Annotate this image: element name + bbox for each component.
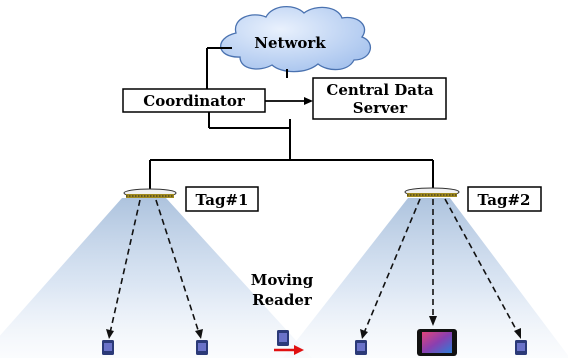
- mobile-device-icon: [102, 340, 114, 355]
- mobile-device-icon: [196, 340, 208, 355]
- tag1-antenna: [123, 188, 177, 198]
- tag2-signal-arrows: [363, 198, 519, 334]
- coordinator-label: Coordinator: [143, 92, 246, 110]
- tag1-coverage-beam: [0, 198, 312, 358]
- cloud-icon: [220, 6, 372, 73]
- connection-lines: [149, 47, 434, 191]
- central-data-server-box: Central Data Server: [312, 77, 447, 120]
- moving-reader-device: [277, 330, 289, 346]
- mobile-device-icon: [355, 340, 367, 355]
- tag2-label-box: Tag#2: [467, 186, 542, 212]
- smartphone-icon: [417, 329, 457, 356]
- network-label: Network: [254, 34, 326, 52]
- right-arrow-icon: [274, 345, 304, 355]
- tag1-signal-arrows: [109, 199, 200, 334]
- moving-reader-label-line1: Moving: [251, 271, 314, 289]
- network-cloud: Network: [220, 6, 372, 73]
- tag2-label: Tag#2: [478, 191, 531, 209]
- tag1-label: Tag#1: [196, 191, 249, 209]
- moving-reader-label-line2: Reader: [252, 291, 313, 309]
- mobile-device-icon: [515, 340, 527, 355]
- tag2-antenna: [404, 187, 460, 197]
- server-label-line1: Central Data: [326, 81, 434, 99]
- tag1-label-box: Tag#1: [185, 186, 259, 212]
- tag1-signal-arrowheads: [106, 329, 203, 339]
- tag2-signal-arrowheads: [360, 316, 521, 339]
- coordinator-box: Coordinator: [122, 88, 266, 113]
- tag2-coverage-beam: [283, 198, 568, 358]
- coordinator-to-server-arrow: [265, 97, 313, 105]
- server-label-line2: Server: [353, 99, 409, 117]
